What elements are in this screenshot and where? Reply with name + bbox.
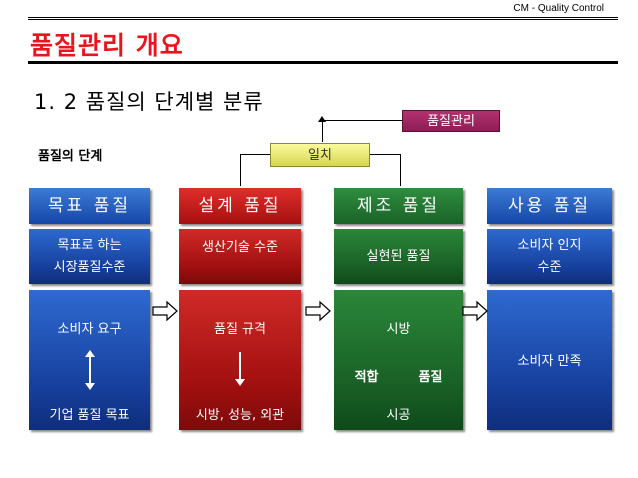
usage-quality-mid: 소비자 인지 수준 bbox=[487, 229, 612, 284]
target-quality-header: 목표 품질 bbox=[29, 188, 150, 224]
connector-arrowhead bbox=[318, 116, 326, 122]
target-low-bottom: 기업 품질 목표 bbox=[49, 408, 130, 423]
connector-left bbox=[240, 154, 270, 186]
manufacturing-low-bottom: 시공 bbox=[386, 408, 411, 423]
section-subtitle: 1. 2 품질의 단계별 분류 bbox=[34, 90, 264, 114]
title-rule bbox=[28, 61, 618, 64]
design-low-bottom: 시방, 성능, 외관 bbox=[195, 408, 285, 423]
match-tag: 일치 bbox=[270, 143, 370, 167]
target-low-top: 소비자 요구 bbox=[57, 322, 122, 337]
manufacturing-quality-mid: 실현된 품질 bbox=[334, 229, 463, 284]
connector-right bbox=[370, 154, 401, 186]
connector-top bbox=[322, 120, 402, 142]
header-rule bbox=[28, 17, 618, 18]
target-mid-line-1: 목표로 하는 bbox=[57, 237, 122, 253]
right-arrow-icon bbox=[152, 300, 178, 322]
header-label: CM - Quality Control bbox=[513, 3, 604, 14]
design-low-top: 품질 규격 bbox=[214, 322, 266, 337]
manufacturing-quality-header: 제조 품질 bbox=[334, 188, 463, 224]
design-quality-low: 품질 규격 시방, 성능, 외관 bbox=[179, 290, 301, 430]
manufacturing-quality-label: 품질 bbox=[418, 370, 443, 385]
usage-mid-line-2: 수준 bbox=[537, 259, 562, 275]
down-arrow-icon bbox=[235, 352, 245, 386]
manufacturing-mid-line-1: 실현된 품질 bbox=[366, 248, 431, 264]
page-title: 품질관리 개요 bbox=[30, 31, 184, 60]
manufacturing-conform-label: 적합 bbox=[354, 370, 379, 385]
design-mid-line-1: 생산기술 수준 bbox=[202, 240, 278, 255]
stage-label: 품질의 단계 bbox=[38, 149, 103, 164]
manufacturing-quality-low: 시방 적합 품질 시공 bbox=[334, 290, 463, 430]
target-quality-mid: 목표로 하는 시장품질수준 bbox=[29, 229, 150, 284]
design-quality-header: 설계 품질 bbox=[179, 188, 301, 224]
updown-arrow-icon bbox=[84, 350, 95, 390]
design-quality-mid: 생산기술 수준 bbox=[179, 229, 301, 284]
right-arrow-icon bbox=[462, 300, 488, 322]
target-quality-low: 소비자 요구 기업 품질 목표 bbox=[29, 290, 150, 430]
manufacturing-low-middle: 적합 품질 bbox=[334, 366, 463, 385]
target-mid-line-2: 시장품질수준 bbox=[53, 259, 126, 275]
manufacturing-low-top: 시방 bbox=[386, 322, 411, 337]
usage-quality-header: 사용 품질 bbox=[487, 188, 612, 224]
usage-mid-line-1: 소비자 인지 bbox=[517, 237, 582, 253]
usage-quality-low: 소비자 만족 bbox=[487, 290, 612, 430]
header-rule-thin bbox=[28, 19, 618, 20]
usage-low-top: 소비자 만족 bbox=[517, 354, 582, 369]
quality-management-tag: 품질관리 bbox=[402, 110, 500, 132]
right-arrow-icon bbox=[305, 300, 331, 322]
